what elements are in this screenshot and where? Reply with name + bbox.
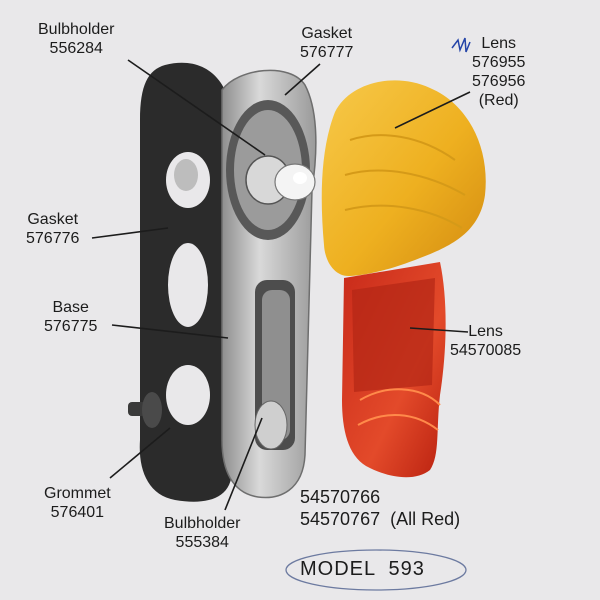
leader-lens-amber — [394, 91, 471, 129]
label-name: Base — [52, 299, 89, 316]
assembly-part-line2: 54570767 (All Red) — [300, 509, 461, 529]
amber-lens-shape — [321, 80, 486, 277]
label-base: Base 576775 — [44, 298, 97, 336]
label-part: 556284 — [49, 40, 103, 57]
label-name: Gasket — [301, 25, 353, 42]
upper-bulb-shape — [245, 155, 316, 205]
label-grommet: Grommet 576401 — [44, 484, 111, 522]
label-name: Bulbholder — [38, 21, 115, 38]
label-gasket-left: Gasket 576776 — [26, 210, 79, 248]
red-lens-shape — [342, 262, 446, 478]
label-bulbholder-bottom: Bulbholder 555384 — [164, 514, 241, 552]
label-part: 54570085 — [450, 342, 522, 359]
leader-bulbholder-top — [127, 59, 266, 156]
leader-bulbholder-bottom — [224, 417, 263, 511]
leader-gasket-left — [91, 227, 169, 239]
leader-grommet — [109, 427, 171, 479]
label-part: 576401 — [50, 504, 105, 521]
model-caption: MODEL 593 — [300, 558, 425, 580]
leader-gasket-top — [284, 63, 321, 96]
grommet-shape — [128, 392, 162, 428]
label-gasket-top: Gasket 576777 — [300, 24, 353, 62]
ink-mark-icon — [451, 37, 471, 53]
label-part: 555384 — [175, 534, 229, 551]
label-part: 576775 — [44, 318, 98, 335]
leader-lines — [91, 59, 471, 511]
label-name: Grommet — [44, 485, 111, 502]
label-part: 576956 — [472, 73, 526, 90]
leader-lens-red — [409, 327, 469, 333]
assembly-part-numbers: 54570766 54570767 (All Red) — [300, 486, 460, 530]
model-circle-scribble — [285, 549, 467, 591]
label-lens-amber: Lens 576955 576956 (Red) — [472, 34, 525, 110]
leader-base — [111, 324, 229, 339]
label-lens-red: Lens 54570085 — [450, 322, 521, 360]
label-name: Lens — [468, 323, 503, 340]
label-name: Gasket — [27, 211, 79, 228]
label-note: (Red) — [478, 92, 519, 109]
label-part: 576955 — [472, 54, 526, 71]
label-bulbholder-top: Bulbholder 556284 — [38, 20, 115, 58]
label-part: 576777 — [300, 44, 354, 61]
rear-gasket-shape — [139, 62, 232, 502]
label-name: Bulbholder — [164, 515, 241, 532]
assembly-part-line1: 54570766 — [300, 487, 381, 507]
label-part: 576776 — [26, 230, 80, 247]
label-name: Lens — [481, 35, 517, 52]
